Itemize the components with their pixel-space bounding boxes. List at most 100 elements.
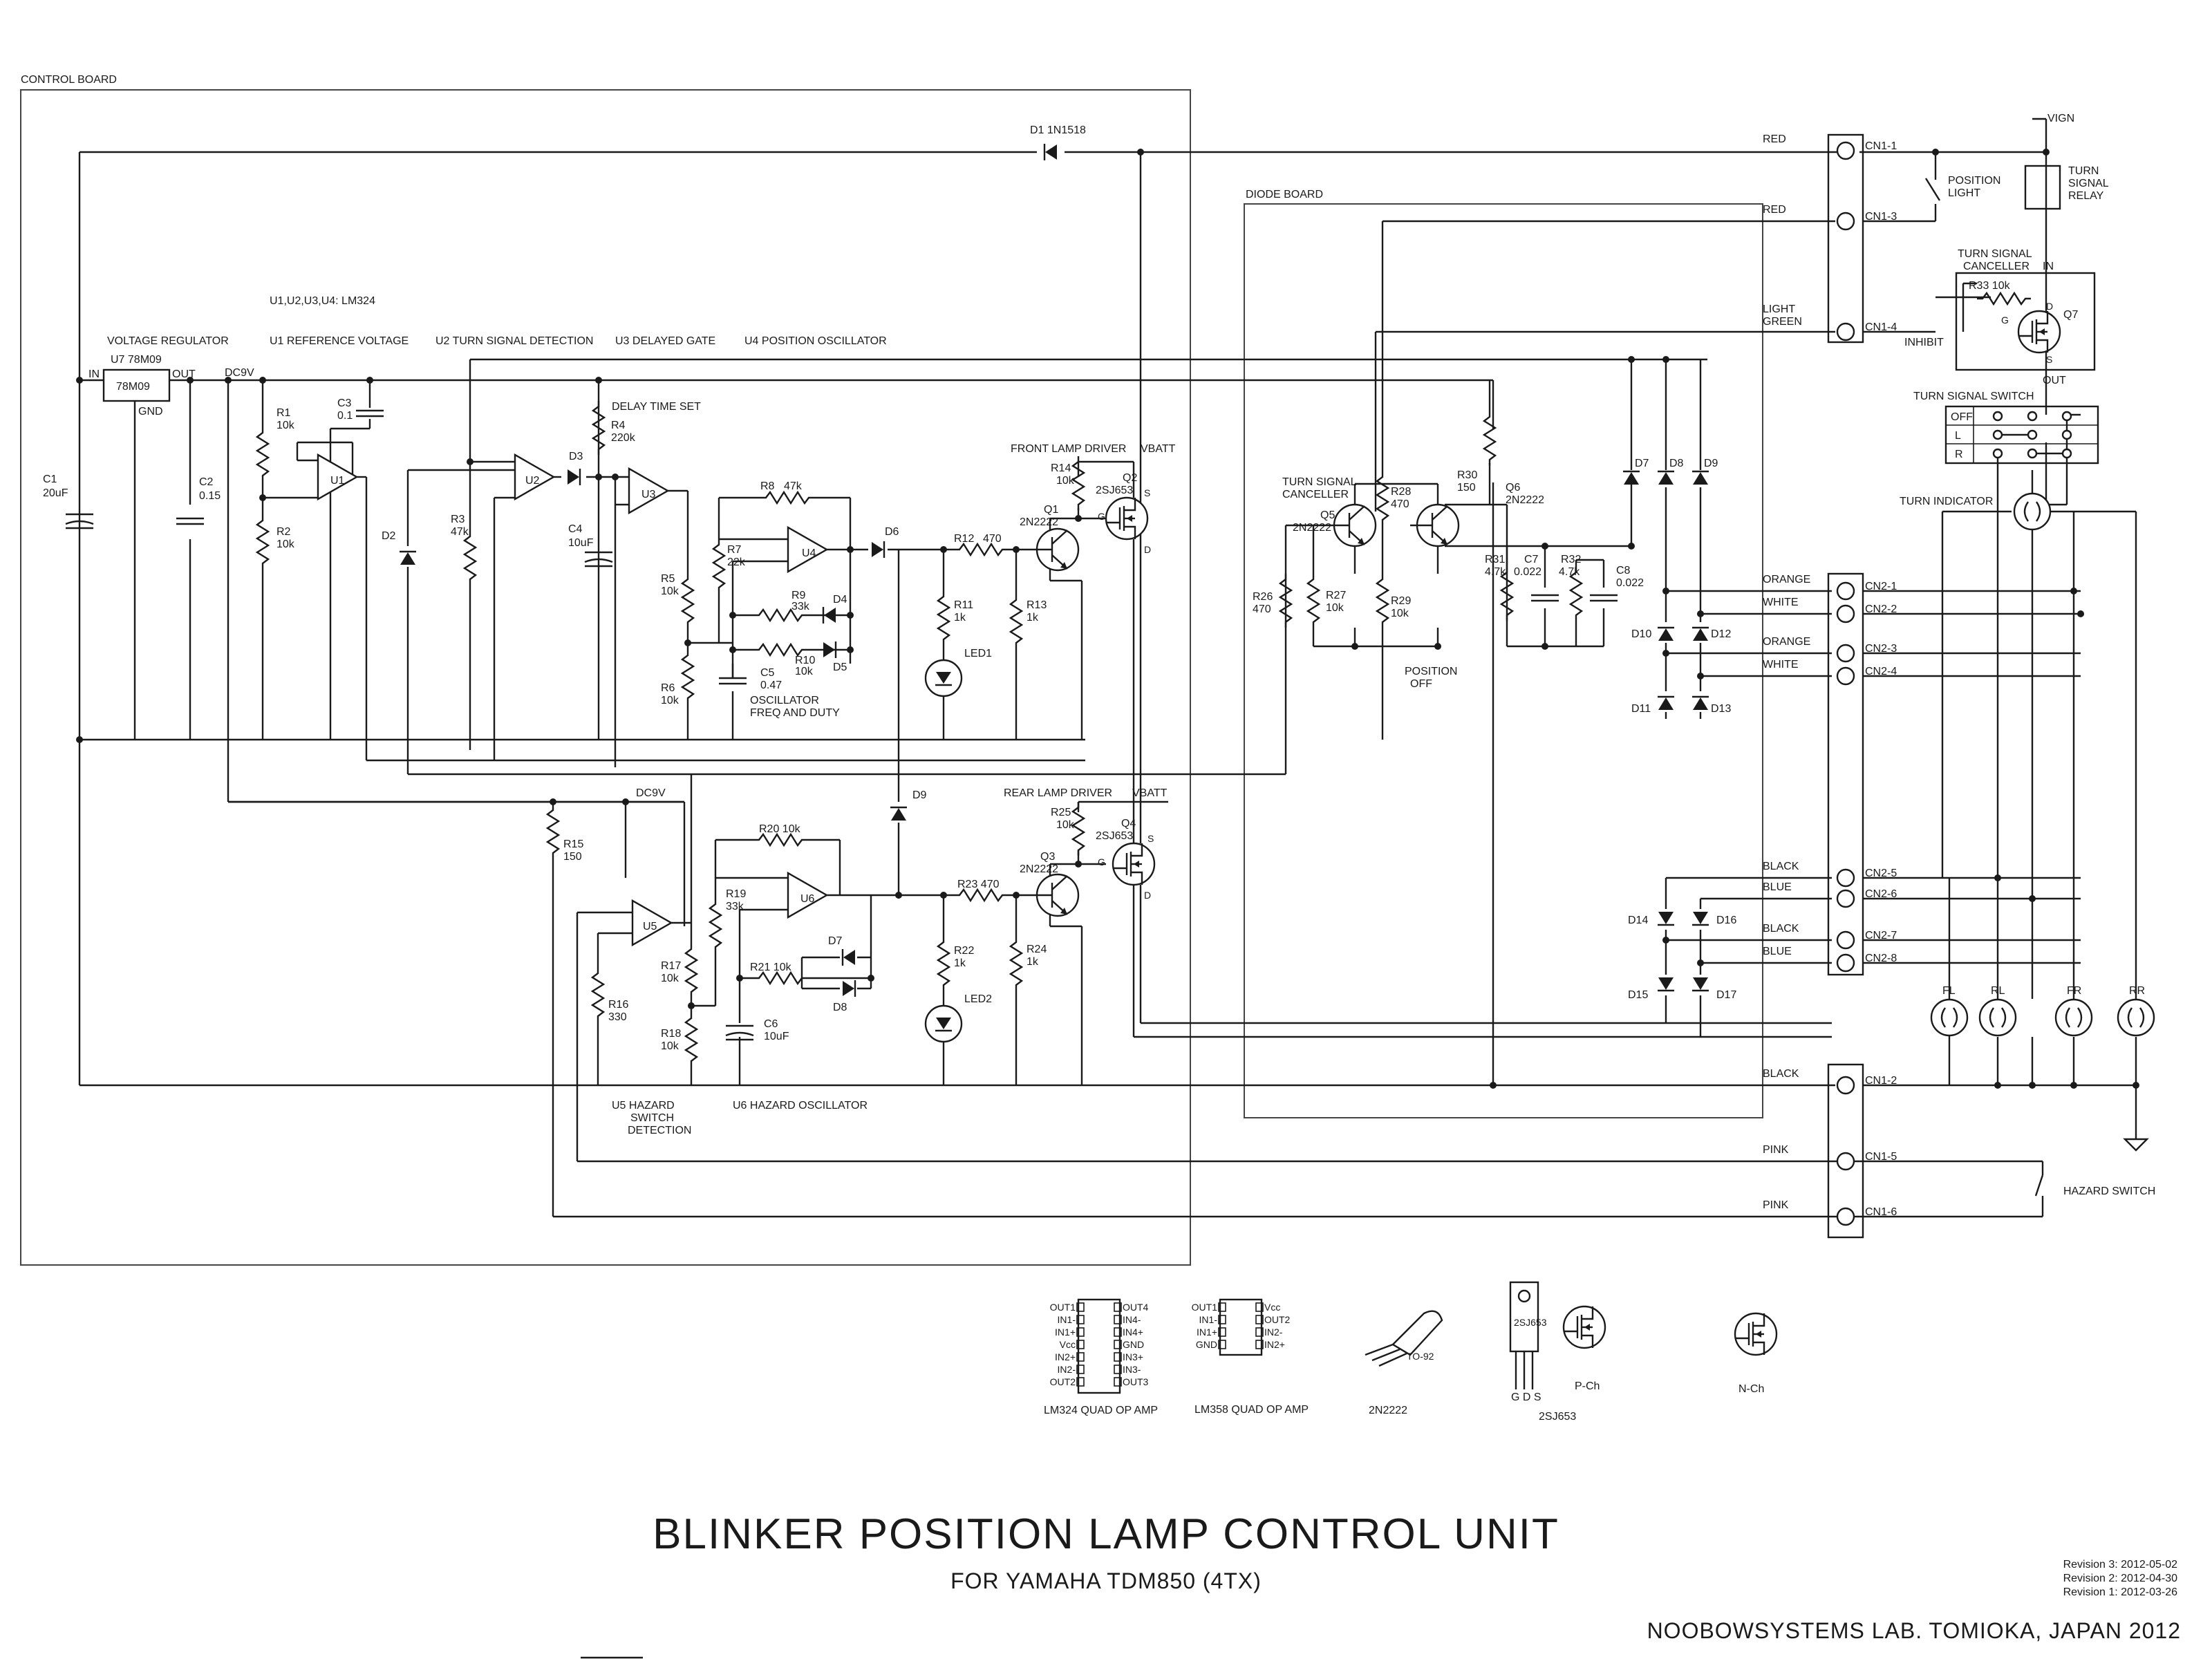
r26-label: R26 (1253, 591, 1273, 603)
pinout-label: IN2+ (1055, 1351, 1076, 1362)
c8-label: C8 (1616, 565, 1631, 577)
r18-value: 10k (661, 1040, 679, 1052)
p-ch-label: P-Ch (1575, 1380, 1600, 1392)
control-board-outline (20, 89, 1191, 1266)
pinout-pin (1076, 1365, 1085, 1374)
q4-drain-label: D (1144, 890, 1151, 901)
connector-pin (1836, 322, 1855, 341)
r22-value: 1k (954, 957, 966, 969)
hazard-switch-label: HAZARD SWITCH (2063, 1185, 2155, 1197)
r16-value: 330 (608, 1011, 627, 1023)
pinout-pin (1076, 1315, 1085, 1324)
dc9v-label-bottom: DC9V (636, 787, 666, 799)
to92-package-icon: TO-92 2N2222 (1365, 1310, 1443, 1416)
pinout-pin (1076, 1302, 1085, 1312)
r10-value: 10k (795, 666, 814, 677)
pinout-label: OUT2 (1050, 1376, 1076, 1387)
c3-label: C3 (337, 397, 352, 409)
wire-color-label: RED (1763, 204, 1786, 216)
r6-label: R6 (661, 682, 675, 694)
pinout-pin (1218, 1302, 1226, 1312)
r17-label: R17 (661, 960, 681, 972)
voltage-regulator-u7 (102, 368, 171, 402)
front-driver-label: FRONT LAMP DRIVER (1011, 443, 1126, 455)
connector-cn2-housing (1827, 572, 1864, 976)
connector-pin-label: CN1-3 (1865, 211, 1897, 223)
u4-description: U4 POSITION OSCILLATOR (744, 335, 887, 347)
pinout-label: IN2+ (1264, 1339, 1285, 1350)
pinout-pin (1114, 1315, 1122, 1324)
r12-value: 470 (983, 533, 1002, 545)
2sj653-pkg-label: 2SJ653 (1514, 1317, 1547, 1328)
q5-value: 2N2222 (1293, 522, 1331, 534)
turn-switch-label: TURN SIGNAL SWITCH (1913, 391, 2034, 402)
position-off-label: POSITION (1405, 666, 1457, 677)
r4-label: R4 (611, 420, 626, 431)
r9-label: R9 (791, 590, 806, 601)
r22-label: R22 (954, 945, 974, 957)
lamp-label: FR (2067, 985, 2081, 997)
pinout-pin (1076, 1352, 1085, 1362)
credit-line: NOOBOWSYSTEMS LAB. TOMIOKA, JAPAN 2012 (1647, 1618, 2181, 1643)
u7-gnd-label: GND (138, 406, 163, 418)
pinout-pin (1255, 1302, 1264, 1312)
r10-label: R10 (795, 655, 815, 666)
u5-description: U5 HAZARD (612, 1100, 675, 1112)
pinout-pin (1076, 1377, 1085, 1387)
r30-label: R30 (1457, 469, 1477, 481)
c4-label: C4 (568, 523, 583, 535)
r12-label: R12 (954, 533, 974, 545)
r1-label: R1 (276, 407, 291, 419)
wire-color-label: ORANGE (1763, 574, 1810, 585)
dc9v-label: DC9V (225, 367, 254, 379)
connector-pin (1836, 666, 1855, 686)
r15-value: 150 (563, 851, 582, 863)
r25-value: 10k (1056, 819, 1075, 831)
d1-label: D1 1N1518 (1030, 124, 1086, 136)
2sj653-package-icon: 2SJ653 G D S 2SJ653 (1509, 1281, 1576, 1423)
lamp-fr-icon (2054, 998, 2093, 1037)
pinout-label: IN3+ (1123, 1351, 1143, 1362)
connector-pin (1836, 930, 1855, 950)
q7-gate-label: G (2001, 315, 2009, 326)
wire-color-label: BLACK (1763, 923, 1799, 935)
u2-symbol-label: U2 (525, 475, 540, 487)
r27-value: 10k (1326, 602, 1344, 614)
d9-label: D9 (1704, 458, 1718, 469)
u7-body-label: 78M09 (116, 381, 150, 393)
r20-label: R20 10k (759, 823, 801, 835)
pinout-pin (1218, 1315, 1226, 1324)
r19-value: 33k (726, 901, 744, 912)
lamp-label: RL (1991, 985, 2005, 997)
r32-label: R32 (1561, 554, 1581, 565)
page-subtitle: FOR YAMAHA TDM850 (4TX) (950, 1568, 1262, 1593)
q6-value: 2N2222 (1506, 494, 1544, 506)
led1-label: LED1 (964, 648, 992, 659)
r26-value: 470 (1253, 603, 1271, 615)
q2-gate-label: G (1098, 511, 1105, 522)
c7-label: C7 (1524, 554, 1539, 565)
q2-source-label: S (1144, 487, 1150, 498)
r29-value: 10k (1391, 608, 1409, 619)
d2-label: D2 (382, 530, 396, 542)
revision-3: Revision 3: 2012-05-02 (2063, 1559, 2178, 1571)
switch-row-l: L (1955, 430, 1961, 442)
wire-color-label: BLACK (1763, 1068, 1799, 1080)
u4-symbol-label: U4 (802, 547, 816, 559)
d15-label: D15 (1628, 989, 1648, 1001)
q6-label: Q6 (1506, 482, 1520, 494)
pinout-label: IN1+ (1197, 1327, 1217, 1338)
turn-signal-relay (2024, 165, 2061, 210)
u3-symbol-label: U3 (641, 489, 656, 500)
turn-signal-canceller-box (1955, 272, 2096, 371)
pinout-pin (1255, 1315, 1264, 1324)
r24-label: R24 (1027, 944, 1047, 955)
r11-value: 1k (954, 612, 966, 624)
r14-label: R14 (1051, 462, 1071, 474)
pinout-pin (1218, 1327, 1226, 1337)
turn-signal-switch[interactable] (1944, 405, 2099, 465)
r24-value: 1k (1027, 956, 1039, 968)
c8-value: 0.022 (1616, 577, 1644, 589)
u6-description: U6 HAZARD OSCILLATOR (733, 1100, 868, 1112)
